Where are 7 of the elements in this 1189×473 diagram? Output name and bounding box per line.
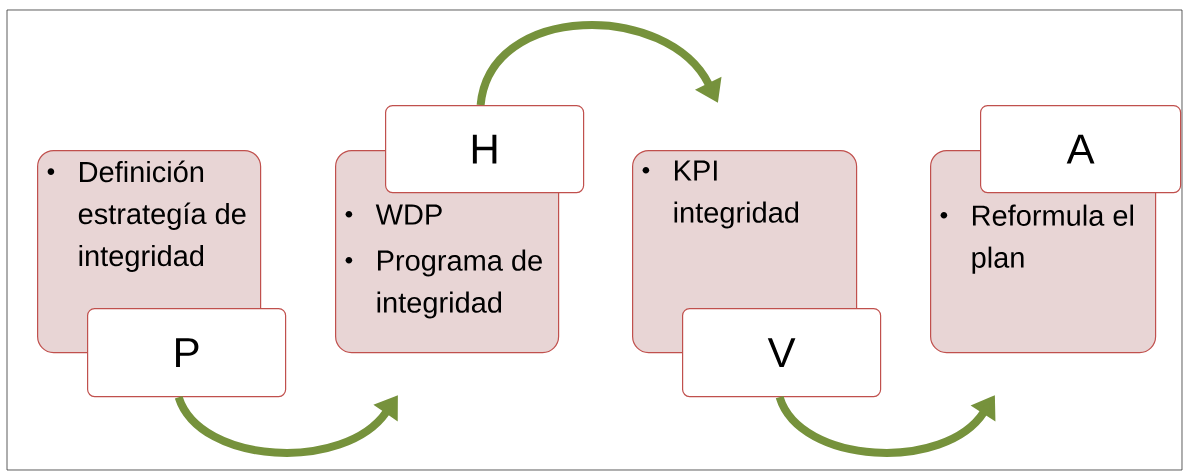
curved-arrow xyxy=(175,395,398,457)
letter-box: V xyxy=(682,308,882,398)
curved-arrow xyxy=(776,395,996,457)
letter-box: H xyxy=(385,105,585,194)
letter-box: P xyxy=(87,308,287,398)
curved-arrow xyxy=(476,21,722,106)
letter-box: A xyxy=(980,105,1182,194)
